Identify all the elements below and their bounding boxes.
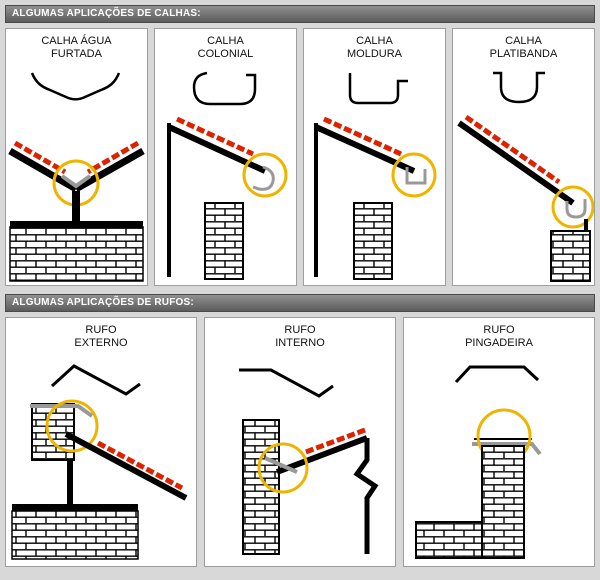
platibanda-gutter-diagram bbox=[457, 71, 594, 282]
calhas-section-header: ALGUMAS APLICAÇÕES DE CALHAS: bbox=[5, 5, 595, 23]
highlight-circle bbox=[391, 152, 437, 198]
calhas-row: CALHA ÁGUA FURTADA bbox=[5, 28, 595, 286]
rufos-row: RUFO EXTERNO bbox=[5, 317, 595, 567]
panel-label: CALHA ÁGUA FURTADA bbox=[41, 35, 112, 60]
moldura-gutter-piece bbox=[405, 167, 427, 185]
panel-label: RUFO PINGADEIRA bbox=[465, 324, 533, 349]
panel-calha-platibanda: CALHA PLATIBANDA bbox=[452, 28, 595, 286]
roof-tiles bbox=[302, 427, 366, 456]
roof-slope bbox=[314, 124, 416, 174]
gutter-profile-icon bbox=[348, 73, 408, 105]
roof-slope-right bbox=[74, 147, 145, 193]
roof-tiles bbox=[464, 114, 561, 185]
beam-band bbox=[12, 504, 138, 511]
roof-slope bbox=[64, 431, 188, 501]
highlight-circle bbox=[551, 185, 594, 229]
panel-calha-agua-furtada: CALHA ÁGUA FURTADA bbox=[5, 28, 148, 286]
beam-band bbox=[10, 221, 143, 227]
brick-wall-base bbox=[415, 521, 483, 559]
brick-wall bbox=[9, 226, 144, 282]
gutter-profile-icon bbox=[493, 71, 545, 104]
flashing-profile-icon bbox=[454, 365, 540, 384]
flashing-piece bbox=[472, 442, 542, 456]
gutter-profile-icon bbox=[192, 71, 257, 106]
highlight-circle bbox=[242, 152, 288, 198]
roof-slope bbox=[167, 124, 267, 174]
colonial-gutter-piece bbox=[252, 165, 275, 191]
flashing-piece bbox=[30, 404, 94, 418]
flashing-profile-icon bbox=[50, 364, 141, 396]
panel-rufo-pingadeira: RUFO PINGADEIRA bbox=[403, 317, 595, 567]
valley-gutter-piece bbox=[60, 174, 92, 189]
panel-label: CALHA MOLDURA bbox=[346, 35, 402, 60]
highlight-circle bbox=[257, 442, 309, 494]
roof-tiles bbox=[96, 440, 184, 491]
roof-tiles-right bbox=[86, 140, 140, 175]
panel-label: CALHA PLATIBANDA bbox=[489, 35, 558, 60]
roof-tiles bbox=[322, 116, 403, 157]
brick-column bbox=[550, 230, 591, 282]
brick-column bbox=[204, 202, 244, 280]
panel-label: RUFO EXTERNO bbox=[74, 324, 128, 349]
panel-rufo-interno: RUFO INTERNO bbox=[204, 317, 396, 567]
panel-label: CALHA COLONIAL bbox=[197, 35, 254, 60]
panel-calha-moldura: CALHA MOLDURA bbox=[303, 28, 446, 286]
panel-calha-colonial: CALHA COLONIAL bbox=[154, 28, 297, 286]
moldura-gutter-diagram bbox=[314, 73, 437, 280]
support-post bbox=[72, 191, 80, 221]
brick-chimney bbox=[481, 445, 525, 559]
rufos-section-header: ALGUMAS APLICAÇÕES DE RUFOS: bbox=[5, 294, 595, 312]
highlight-circle bbox=[45, 399, 99, 453]
wall-break-line bbox=[353, 438, 379, 554]
valley-gutter-diagram bbox=[8, 72, 145, 282]
drip-flashing-diagram bbox=[415, 365, 542, 559]
colonial-gutter-diagram bbox=[167, 71, 288, 280]
roof-tiles bbox=[175, 116, 255, 157]
gutter-profile-icon bbox=[30, 72, 121, 101]
roof-tiles-left bbox=[13, 140, 67, 175]
brick-column bbox=[353, 202, 393, 280]
roof-slope-left bbox=[8, 147, 78, 193]
roof-slope bbox=[275, 435, 369, 475]
flashing-piece bbox=[264, 456, 298, 474]
flashing-profile-icon bbox=[239, 368, 334, 398]
platibanda-gutter-piece bbox=[565, 199, 587, 219]
brick-wall-bottom bbox=[11, 510, 139, 560]
brick-wall bbox=[242, 419, 280, 555]
panel-label: RUFO INTERNO bbox=[275, 324, 325, 349]
external-flashing-diagram bbox=[11, 364, 188, 560]
internal-flashing-diagram bbox=[239, 368, 379, 555]
panel-rufo-externo: RUFO EXTERNO bbox=[5, 317, 197, 567]
roof-slope bbox=[457, 120, 575, 206]
